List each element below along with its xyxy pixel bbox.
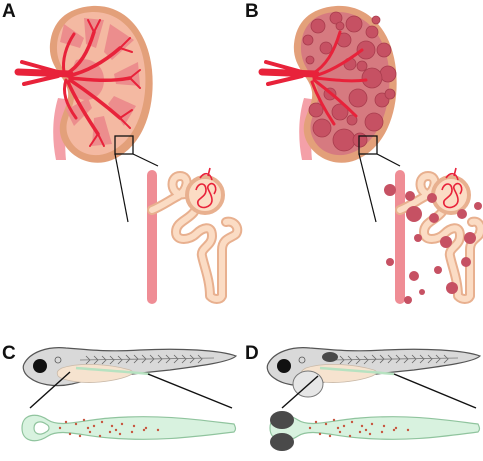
collecting-duct bbox=[147, 170, 157, 304]
otic-vesicle bbox=[298, 356, 306, 364]
glomerular-cyst bbox=[270, 411, 294, 429]
nephron-cystic bbox=[384, 167, 483, 304]
otic-vesicle bbox=[54, 356, 62, 364]
panel-label-d: D bbox=[245, 343, 259, 364]
kidney-normal bbox=[14, 5, 159, 223]
dark-cyst bbox=[322, 352, 338, 362]
renal-artery bbox=[14, 19, 141, 147]
pronephros bbox=[269, 414, 481, 442]
glomerulus bbox=[195, 167, 217, 209]
glomerulus bbox=[441, 167, 463, 209]
zebrafish-cystic bbox=[266, 347, 482, 409]
renal-cysts bbox=[302, 11, 397, 152]
collecting-duct bbox=[395, 170, 405, 304]
eye bbox=[277, 359, 291, 373]
zoom-box bbox=[358, 135, 378, 155]
glomerular-cyst bbox=[270, 433, 294, 451]
panel-label-b: B bbox=[245, 1, 259, 22]
zebrafish-normal bbox=[22, 347, 238, 409]
pronephros-duct bbox=[319, 366, 395, 376]
kidney-polycystic bbox=[258, 5, 401, 223]
panel-label-c: C bbox=[2, 343, 16, 364]
pronephros bbox=[21, 414, 237, 442]
pronephros-cells bbox=[308, 418, 410, 438]
somites bbox=[329, 354, 459, 365]
renal-artery bbox=[258, 30, 368, 126]
eye bbox=[33, 359, 47, 373]
fish-body bbox=[22, 347, 238, 387]
pronephros-cells bbox=[58, 418, 160, 438]
pronephros-normal bbox=[21, 414, 237, 442]
nephron-tubule bbox=[147, 171, 243, 304]
renal-pyramids bbox=[60, 18, 140, 146]
pronephros-cystic bbox=[269, 411, 481, 451]
pronephros-duct bbox=[75, 366, 151, 376]
somites bbox=[79, 354, 215, 365]
panel-label-a: A bbox=[2, 1, 16, 22]
nephron-normal bbox=[147, 167, 243, 304]
zoom-box bbox=[114, 135, 134, 155]
tubule-cysts bbox=[384, 184, 482, 304]
